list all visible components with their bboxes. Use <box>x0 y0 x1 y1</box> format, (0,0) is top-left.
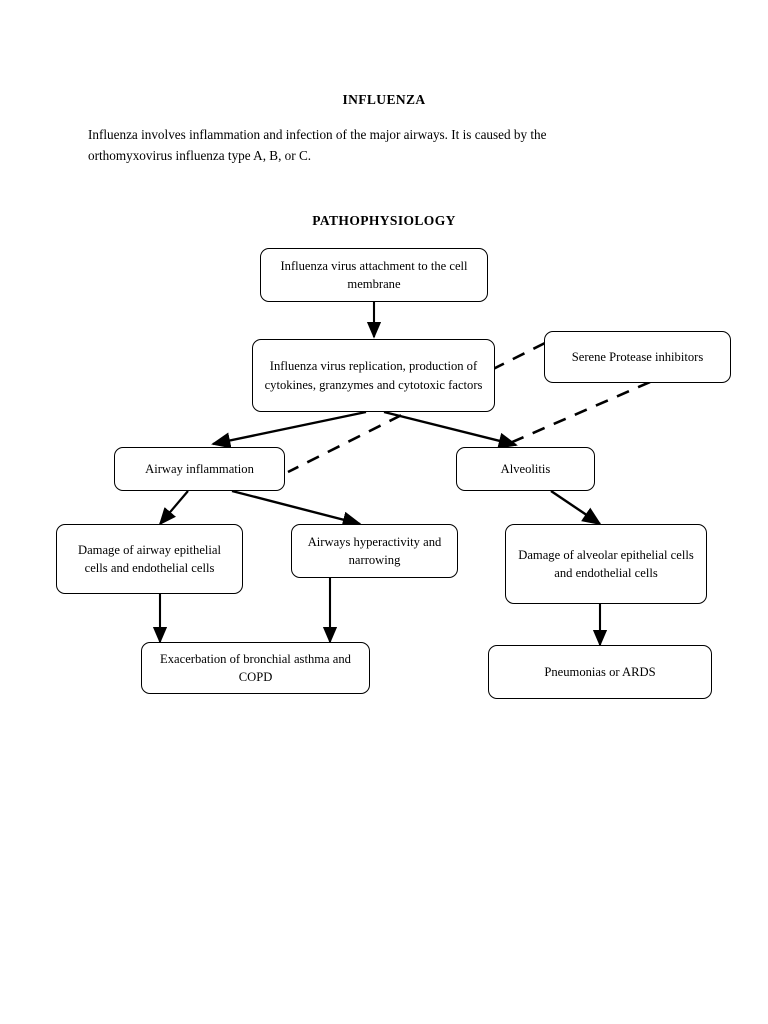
intro-paragraph: Influenza involves inflammation and infe… <box>88 127 547 164</box>
edge-alveolitis-to-damage-alveolar <box>550 490 602 526</box>
node-attachment[interactable]: Influenza virus attachment to the cell m… <box>260 248 488 302</box>
edge-airway-inflammation-to-damage-airway <box>158 490 189 526</box>
node-replication[interactable]: Influenza virus replication, production … <box>252 339 495 412</box>
node-alveolitis[interactable]: Alveolitis <box>456 447 595 491</box>
node-damage-of-airway-cells[interactable]: Damage of airway epithelial cells and en… <box>56 524 243 594</box>
node-exacerbation-asthma-copd[interactable]: Exacerbation of bronchial asthma and COP… <box>141 642 370 694</box>
edge-replication-to-alveolitis <box>383 410 518 449</box>
edge-replication-to-airway-inflammation <box>211 410 367 449</box>
edge-airway-inflammation-to-hyperactivity <box>231 489 362 528</box>
section-title-pathophysiology: PATHOPHYSIOLOGY <box>312 213 456 228</box>
page-title: INFLUENZA <box>342 92 426 107</box>
node-serene-protease-inhibitors[interactable]: Serene Protease inhibitors <box>544 331 731 383</box>
node-damage-of-alveolar-cells[interactable]: Damage of alveolar epithelial cells and … <box>505 524 707 604</box>
node-airway-inflammation[interactable]: Airway inflammation <box>114 447 285 491</box>
node-airways-hyperactivity[interactable]: Airways hyperactivity and narrowing <box>291 524 458 578</box>
edge-protease-to-alveolitis <box>493 380 651 452</box>
node-pneumonias-or-ards[interactable]: Pneumonias or ARDS <box>488 645 712 699</box>
